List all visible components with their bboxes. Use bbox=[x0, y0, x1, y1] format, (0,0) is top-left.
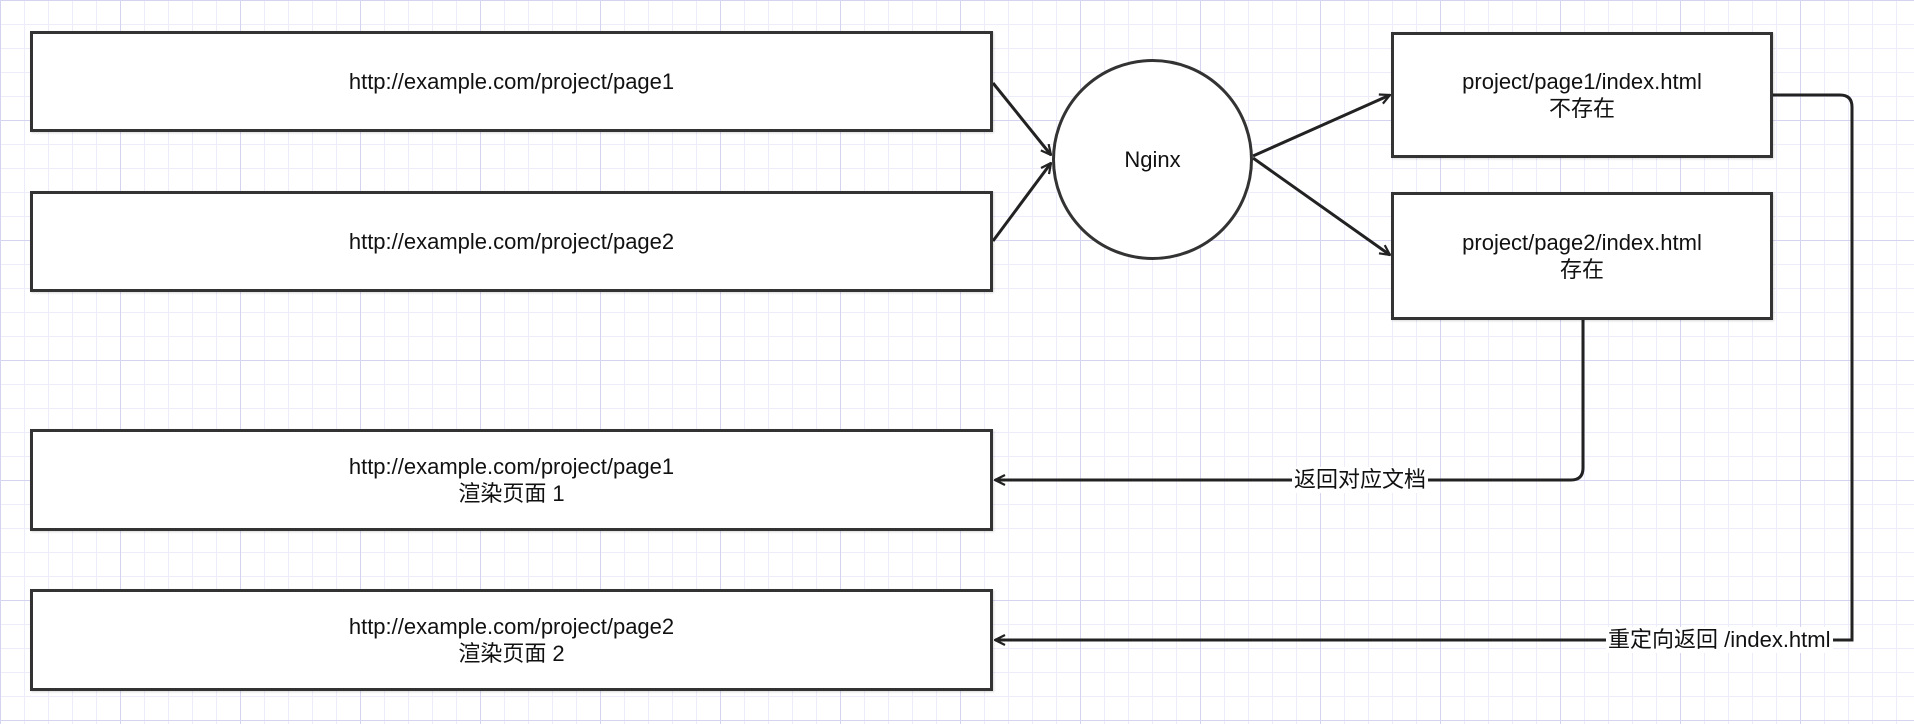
file-page2-status: 存在 bbox=[1559, 257, 1604, 282]
request-page1-url: http://example.com/project/page1 bbox=[348, 69, 675, 94]
request-page2-box: http://example.com/project/page2 bbox=[30, 191, 993, 292]
edge-label-return-doc: 返回对应文档 bbox=[1292, 467, 1429, 493]
file-page1-status: 不存在 bbox=[1548, 96, 1615, 121]
edge-nginx-to-file-page1 bbox=[1252, 95, 1390, 158]
request-page1-box: http://example.com/project/page1 bbox=[30, 31, 993, 132]
file-page1-box: project/page1/index.html 不存在 bbox=[1391, 32, 1773, 158]
result-page2-box: http://example.com/project/page2 渲染页面 2 bbox=[30, 589, 993, 691]
edge-request-page1-to-nginx bbox=[991, 82, 1051, 155]
edge-file-page2-to-result-page1 bbox=[995, 320, 1585, 480]
edge-request-page2-to-nginx bbox=[991, 163, 1051, 242]
result-page2-url: http://example.com/project/page2 bbox=[348, 614, 675, 639]
result-page2-caption: 渲染页面 2 bbox=[458, 641, 565, 666]
nginx-node: Nginx bbox=[1052, 59, 1253, 260]
edge-label-redirect-index: 重定向返回 /index.html bbox=[1606, 627, 1833, 653]
edge-nginx-to-file-page2 bbox=[1252, 156, 1390, 255]
nginx-label: Nginx bbox=[1124, 146, 1181, 172]
edge-file-page1-to-result-page2 bbox=[995, 93, 1854, 640]
result-page1-caption: 渲染页面 1 bbox=[458, 481, 565, 506]
file-page2-box: project/page2/index.html 存在 bbox=[1391, 192, 1773, 320]
result-page1-box: http://example.com/project/page1 渲染页面 1 bbox=[30, 429, 993, 531]
request-page2-url: http://example.com/project/page2 bbox=[348, 229, 675, 254]
file-page2-path: project/page2/index.html bbox=[1462, 230, 1702, 255]
result-page1-url: http://example.com/project/page1 bbox=[348, 454, 675, 479]
file-page1-path: project/page1/index.html bbox=[1462, 69, 1702, 94]
